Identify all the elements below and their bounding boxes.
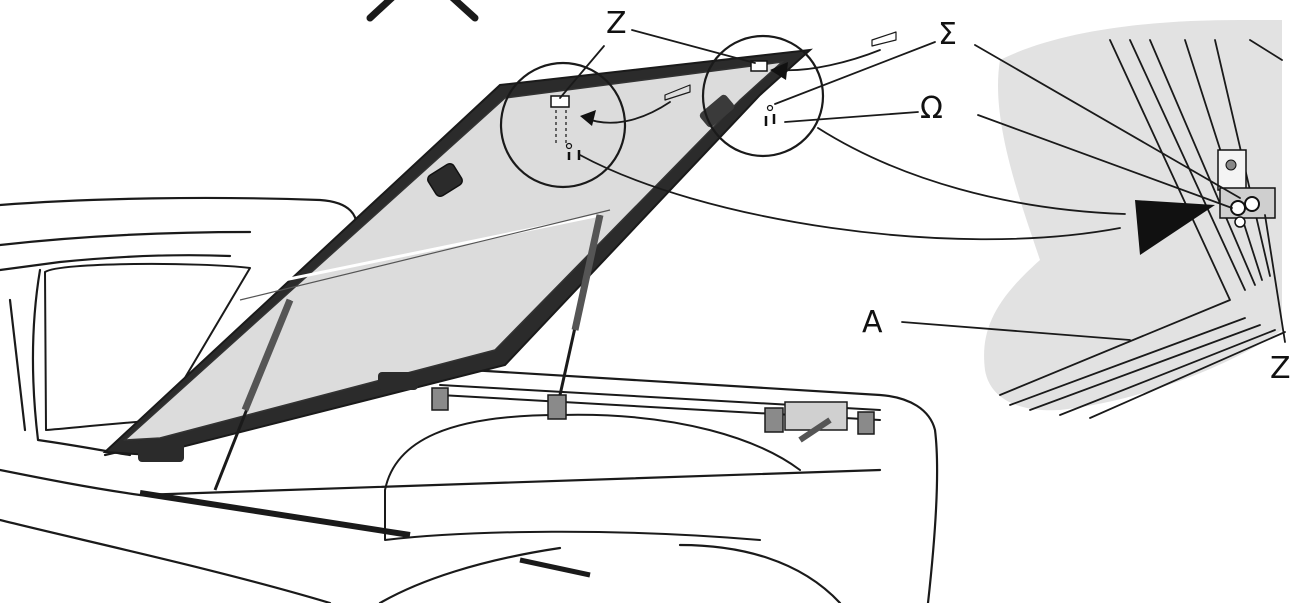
detail-bolt-3	[1234, 216, 1246, 228]
washer-icon	[565, 142, 573, 150]
detail-bolt-2	[1244, 196, 1260, 212]
screw-icon-right	[764, 114, 776, 126]
detail-background	[984, 20, 1282, 411]
screw-icon	[567, 150, 581, 160]
lid-handle	[427, 163, 463, 197]
wheel-well	[384, 413, 801, 541]
lock-bracket	[784, 401, 848, 431]
hinge-bracket-mid	[547, 394, 567, 420]
detail-bolt-1	[1230, 200, 1246, 216]
lock-pin	[798, 417, 832, 443]
hinge-bracket-right-a	[764, 407, 784, 433]
bed-body	[0, 368, 939, 603]
bed-rail-right	[519, 557, 591, 578]
mount-point-marker-right	[750, 60, 768, 72]
detail-hinge-plate	[1217, 149, 1247, 191]
bed-rail	[139, 490, 411, 538]
lid-trim	[239, 209, 611, 301]
callout-z-top: Z	[606, 6, 627, 41]
truck-bed	[0, 196, 939, 603]
chevron-mark	[366, 0, 479, 22]
hinge-bracket-left	[431, 387, 449, 411]
adhesive-icon	[664, 84, 691, 101]
detail-view	[984, 20, 1286, 419]
cab-window	[44, 262, 251, 431]
callout-a: A	[862, 305, 883, 340]
mount-point-marker	[550, 95, 570, 108]
strut-left-body	[241, 298, 294, 412]
detail-circle-left	[499, 61, 691, 189]
callout-omega: Ω	[920, 91, 943, 126]
arrow-right-detail	[779, 49, 881, 72]
arrow-left-head	[580, 110, 596, 126]
arrow-right-head	[770, 62, 788, 80]
truck-cab	[0, 196, 358, 457]
strut-right-body	[571, 214, 604, 331]
lid-assembly	[102, 48, 813, 462]
callout-sigma: Σ	[938, 17, 957, 52]
lid-hinge-right	[378, 372, 418, 390]
lid-glass	[122, 60, 785, 441]
adhesive-icon-right	[871, 31, 897, 47]
lid-hinge-left	[138, 440, 184, 462]
hinge-bracket-right-b	[857, 411, 875, 435]
detail-circle-right	[701, 31, 897, 158]
gas-struts	[213, 214, 604, 491]
pointer-arrowhead	[1135, 200, 1215, 255]
leader-lines	[559, 29, 1286, 343]
callout-z-bottom: Z	[1270, 351, 1291, 386]
